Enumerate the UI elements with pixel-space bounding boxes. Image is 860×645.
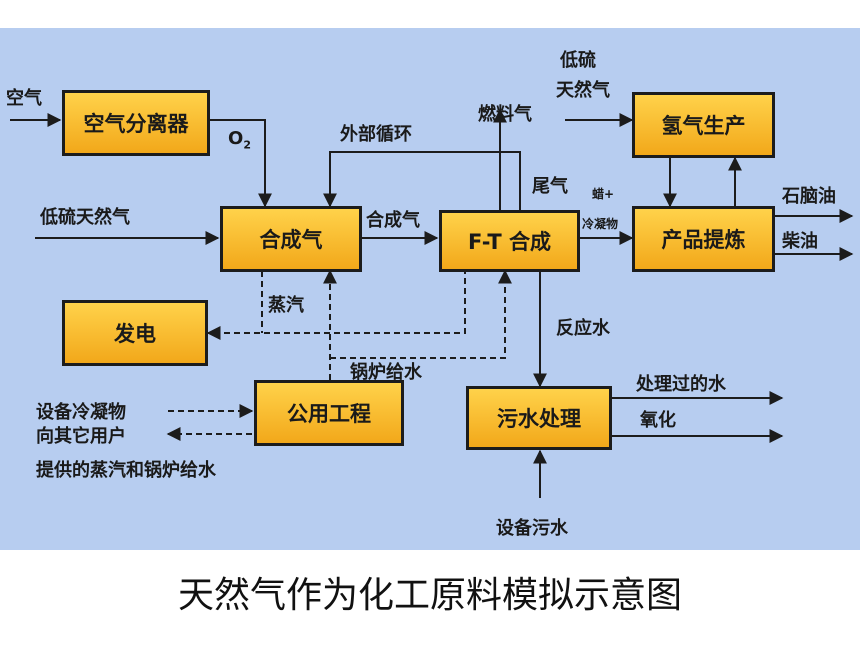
- utilities-box: 公用工程: [254, 380, 404, 446]
- arrow-o2-to-syngas: [210, 119, 272, 208]
- label-o2: O2: [228, 128, 251, 157]
- label-boiler-feed: 锅炉给水: [350, 362, 422, 383]
- air-separator-box: 空气分离器: [62, 90, 210, 156]
- label-external-recycle: 外部循环: [340, 124, 412, 145]
- label-tail-gas: 尾气: [532, 176, 568, 197]
- label-fuel-gas: 燃料气: [478, 104, 532, 125]
- ft-synthesis-box: F-T 合成: [439, 210, 580, 272]
- label-equipment-wastewater: 设备污水: [496, 518, 568, 539]
- flow-lines: [10, 108, 854, 498]
- label-to-other-users: 向其它用户: [36, 426, 126, 447]
- label-equipment-condensate: 设备冷凝物: [36, 402, 126, 423]
- label-air: 空气: [6, 88, 42, 109]
- label-natural-gas: 天然气: [556, 80, 610, 101]
- label-steam-and-boiler-water: 提供的蒸汽和锅炉给水: [36, 460, 216, 481]
- o2-subscript: 2: [243, 138, 251, 152]
- power-box: 发电: [62, 300, 208, 366]
- hydrogen-production-box: 氢气生产: [632, 92, 775, 158]
- label-steam: 蒸汽: [268, 295, 304, 316]
- label-treated-water: 处理过的水: [636, 374, 726, 395]
- o2-text: O: [228, 128, 244, 149]
- wastewater-treatment-box: 污水处理: [466, 386, 612, 450]
- product-refining-box: 产品提炼: [632, 206, 775, 272]
- label-low-sulfur: 低硫: [560, 50, 596, 71]
- label-low-sulfur-gas-left: 低硫天然气: [40, 207, 130, 228]
- label-naphtha: 石脑油: [782, 186, 836, 207]
- label-oxidation: 氧化: [640, 410, 676, 431]
- label-diesel: 柴油: [782, 231, 818, 252]
- figure-caption: 天然气作为化工原料模拟示意图: [177, 575, 682, 616]
- label-condensate: 冷凝物: [582, 217, 619, 231]
- dashed-boiler-feed-ft: [330, 269, 512, 359]
- dashed-steam-to-power: [206, 268, 466, 340]
- arrow-external-recycle: [323, 151, 521, 210]
- label-wax-plus: 蜡+: [592, 187, 615, 201]
- label-syngas-flow: 合成气: [366, 210, 420, 231]
- label-reaction-water: 反应水: [556, 318, 610, 339]
- syngas-box: 合成气: [220, 206, 362, 272]
